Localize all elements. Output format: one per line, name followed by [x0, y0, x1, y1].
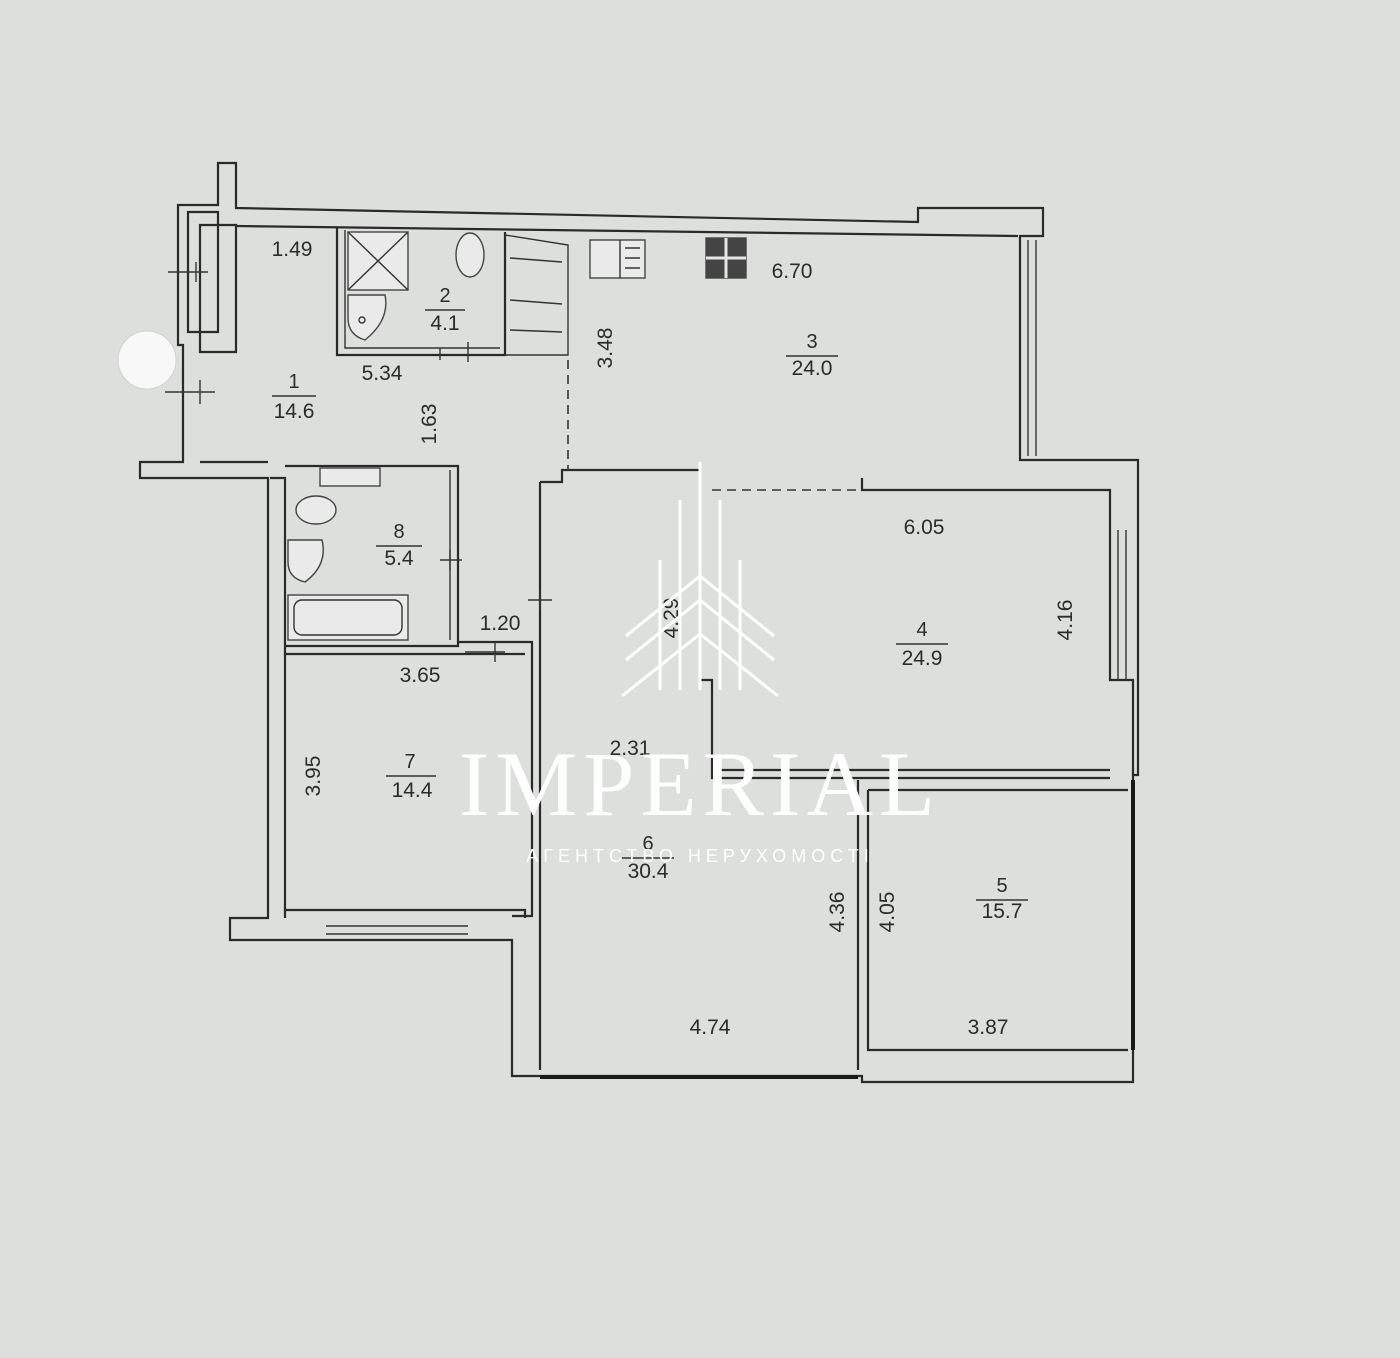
- dimension-label: 1.63: [418, 404, 441, 445]
- logo-icon: [621, 462, 779, 698]
- outer-walls: [138, 161, 1140, 1084]
- room-number: 2: [439, 285, 450, 307]
- room-5: 5 15.7: [976, 875, 1028, 923]
- door-ticks: [165, 262, 552, 662]
- dimension-label: 1.20: [480, 612, 521, 635]
- bathtub-icon: [287, 594, 409, 641]
- glazing: [326, 240, 1135, 1079]
- watermark-brand: IMPERIAL: [459, 733, 941, 835]
- room-labels: 1 14.6 2 4.1 3 24.0 4 24.9 5 15.7 6 30.4: [272, 285, 1028, 923]
- room-2: 2 4.1: [425, 285, 465, 335]
- dimension-label: 3.87: [968, 1016, 1009, 1039]
- dimension-label: 4.05: [876, 892, 899, 933]
- room-area: 24.9: [902, 647, 943, 670]
- room-1: 1 14.6: [272, 371, 316, 423]
- marker-dot-icon[interactable]: [117, 330, 177, 390]
- dimension-labels: 1.49 5.34 1.63 3.48 6.70 6.05 4.16 1.20 …: [272, 238, 1077, 1039]
- dimension-label: 5.34: [362, 362, 403, 385]
- dimension-label: 4.36: [826, 892, 849, 933]
- vent-icon: [319, 467, 381, 487]
- room-area: 14.6: [274, 400, 315, 423]
- dimension-label: 4.16: [1054, 600, 1077, 641]
- room-number: 3: [806, 331, 817, 353]
- room-number: 1: [288, 371, 299, 393]
- interior-walls: [200, 228, 1135, 1070]
- room-area: 15.7: [982, 900, 1023, 923]
- dimension-label: 6.70: [772, 260, 813, 283]
- room-number: 6: [642, 833, 653, 855]
- room-area: 5.4: [384, 547, 414, 570]
- sink-icon: [347, 294, 387, 341]
- room-3: 3 24.0: [786, 331, 838, 380]
- watermark-tagline: АГЕНТСТВО НЕРУХОМОСТІ: [526, 846, 873, 866]
- dimension-label: 2.31: [610, 737, 651, 760]
- toilet-icon-2: [295, 495, 337, 525]
- kitchen-sink-icon: [589, 239, 646, 279]
- watermark: IMPERIAL АГЕНТСТВО НЕРУХОМОСТІ: [459, 462, 941, 866]
- room-number: 7: [404, 751, 415, 773]
- dimension-label: 1.49: [272, 238, 313, 261]
- room-area: 4.1: [430, 312, 459, 335]
- room-number: 5: [996, 875, 1007, 897]
- room-4: 4 24.9: [896, 619, 948, 670]
- dimension-label: 6.05: [904, 516, 945, 539]
- room-6: 6 30.4: [622, 833, 674, 883]
- dashed-openings: [567, 360, 862, 491]
- room-area: 24.0: [792, 357, 833, 380]
- dimension-label: 3.65: [400, 664, 441, 687]
- room-area: 30.4: [628, 860, 669, 883]
- dimension-label: 4.74: [690, 1016, 731, 1039]
- dimension-label: 3.48: [594, 328, 617, 369]
- room-number: 4: [916, 619, 927, 641]
- room-8: 8 5.4: [376, 521, 422, 570]
- sink-icon-2: [287, 539, 324, 583]
- dimension-label: 3.95: [302, 756, 325, 797]
- fixtures: [287, 231, 747, 641]
- room-number: 8: [393, 521, 404, 543]
- room-7: 7 14.4: [386, 751, 436, 802]
- toilet-icon: [455, 232, 485, 278]
- room-area: 14.4: [392, 779, 433, 802]
